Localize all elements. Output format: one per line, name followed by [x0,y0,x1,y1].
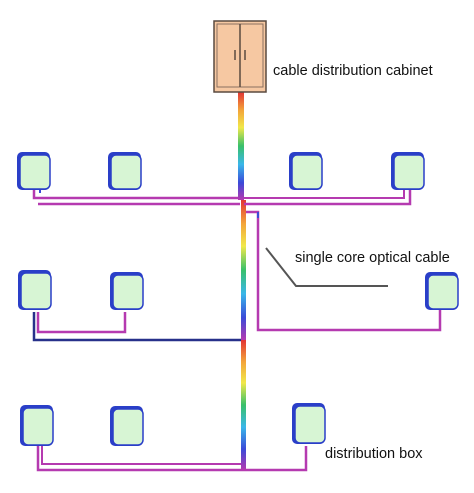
feeder-row2 [32,312,241,342]
cable-pointer-line [265,247,388,287]
cable-network [32,92,442,472]
distribution-box-icon [18,270,52,310]
distribution-boxes [17,152,459,446]
distribution-box-icon [110,406,144,446]
trunk-lower [241,340,246,470]
feeder-row1-right [244,190,412,206]
cabinet-label: cable distribution cabinet [273,63,433,79]
feeder-row3 [36,446,308,472]
distribution-box-icon [20,405,54,446]
feeder-row1-left [32,190,238,200]
cabinet-icon [213,20,267,93]
distribution-box-icon [110,272,144,310]
trunk-upper [238,92,244,200]
distribution-box-icon [108,152,142,190]
distribution-box-icon [425,272,459,310]
distribution-box-icon [391,152,425,190]
cable-label: single core optical cable [295,250,450,266]
distribution-box-icon [17,152,51,190]
feeder-right-box [246,210,442,332]
distribution-box-icon [292,403,326,444]
trunk-middle [241,200,246,340]
distribution-box-label: distribution box [325,446,423,462]
distribution-box-icon [289,152,323,190]
